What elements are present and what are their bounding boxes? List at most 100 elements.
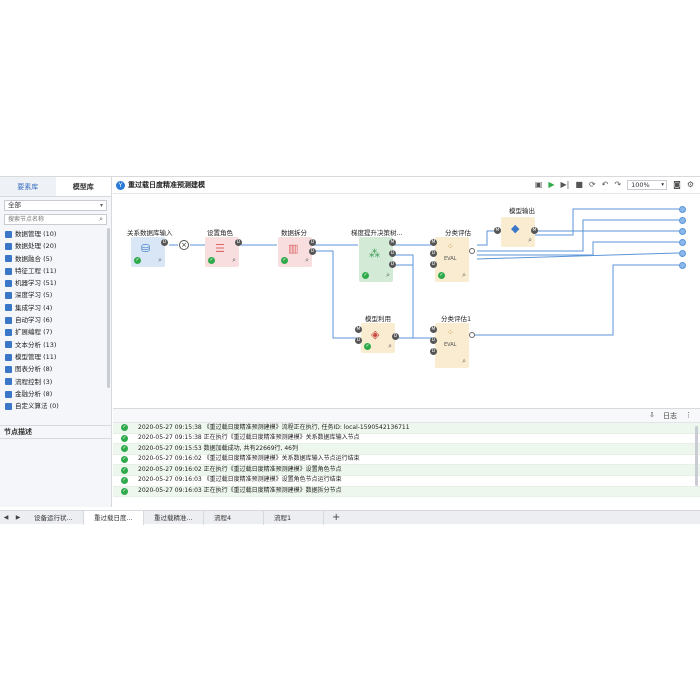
output-pin[interactable] bbox=[679, 228, 686, 235]
log-scrollbar[interactable] bbox=[695, 426, 698, 486]
flow-canvas[interactable]: 关系数据库输入 ⛁ ✓ ⌕ D × 设置角色 ☰ ✓ ⌕ D 数据拆分 ▥ ✓ … bbox=[113, 195, 700, 407]
port-d-output[interactable]: D bbox=[389, 250, 396, 257]
stop-icon[interactable]: ■ bbox=[575, 180, 583, 189]
output-pin[interactable] bbox=[679, 262, 686, 269]
port-d-output[interactable]: D bbox=[235, 239, 242, 246]
port-m-input[interactable]: M bbox=[494, 227, 501, 234]
zoom-select[interactable]: 100% ▾ bbox=[627, 180, 668, 190]
node-search[interactable]: ⌕ bbox=[4, 214, 107, 225]
port-d-output[interactable]: D bbox=[389, 261, 396, 268]
node-gbdt[interactable]: ⁂ ✓ ⌕ bbox=[359, 237, 393, 282]
tree-item-auto-learning[interactable]: 自动学习 (6) bbox=[0, 314, 111, 326]
tree-item-machine-learning[interactable]: 机器学习 (51) bbox=[0, 277, 111, 289]
tree-item-deep-learning[interactable]: 深度学习 (5) bbox=[0, 289, 111, 301]
output-port[interactable] bbox=[469, 332, 475, 338]
output-pin[interactable] bbox=[679, 250, 686, 257]
sidebar-tabs: 要素库 模型库 bbox=[0, 177, 111, 197]
category-select[interactable]: 全部 ▾ bbox=[4, 200, 107, 211]
node-set-role[interactable]: ☰ ✓ ⌕ bbox=[205, 237, 239, 267]
magnifier-icon[interactable]: ⌕ bbox=[462, 271, 466, 279]
port-d-input[interactable]: D bbox=[430, 261, 437, 268]
magnifier-icon[interactable]: ⌕ bbox=[462, 357, 466, 365]
tab-next-icon[interactable]: ▶ bbox=[15, 514, 21, 521]
tree-item-ensemble-learning[interactable]: 集成学习 (4) bbox=[0, 302, 111, 314]
tree-scrollbar[interactable] bbox=[107, 228, 110, 388]
magnifier-icon[interactable]: ⌕ bbox=[158, 256, 162, 264]
output-pin[interactable] bbox=[679, 206, 686, 213]
search-icon[interactable]: ⌕ bbox=[99, 215, 103, 223]
tree-item-data-management[interactable]: 数据管理 (10) bbox=[0, 228, 111, 240]
port-m-input[interactable]: M bbox=[430, 239, 437, 246]
run-icon[interactable]: ▶ bbox=[548, 180, 555, 189]
more-icon[interactable]: ⋮ bbox=[685, 411, 692, 419]
output-pin[interactable] bbox=[679, 239, 686, 246]
tree-item-flow-control[interactable]: 流程控制 (3) bbox=[0, 376, 111, 388]
step-run-icon[interactable]: ▶| bbox=[560, 180, 570, 189]
tree-item-data-fusion[interactable]: 数据融合 (5) bbox=[0, 253, 111, 265]
node-classify-eval-1[interactable]: ⁘ EVAL ⌕ bbox=[435, 323, 469, 368]
save-icon[interactable]: ▣ bbox=[534, 180, 543, 189]
port-m-input[interactable]: M bbox=[430, 326, 437, 333]
folder-icon bbox=[5, 267, 12, 275]
tree-item-finance-analysis[interactable]: 金融分析 (8) bbox=[0, 388, 111, 400]
node-search-input[interactable] bbox=[5, 215, 91, 224]
port-d-output[interactable]: D bbox=[309, 239, 316, 246]
tab-flow-1[interactable]: 流程1 bbox=[264, 510, 324, 525]
tab-flow-4[interactable]: 流程4 bbox=[204, 510, 264, 525]
link-break-icon[interactable]: × bbox=[179, 240, 189, 250]
tree-item-extension-programming[interactable]: 扩展编程 (7) bbox=[0, 326, 111, 338]
flow-toolbar: ▣ ▶ ▶| ■ ⟳ ↶ ↷ 100% ▾ ◙ ⚙ bbox=[535, 180, 694, 190]
node-data-split[interactable]: ▥ ✓ ⌕ bbox=[278, 237, 312, 267]
add-tab-button[interactable]: + bbox=[332, 511, 341, 523]
port-d-input[interactable]: D bbox=[430, 337, 437, 344]
camera-icon[interactable]: ◙ bbox=[673, 180, 681, 189]
port-m-input[interactable]: M bbox=[355, 326, 362, 333]
tree-item-feature-engineering[interactable]: 特征工程 (11) bbox=[0, 265, 111, 277]
tab-model-library[interactable]: 模型库 bbox=[55, 177, 111, 196]
gear-icon[interactable]: ⚙ bbox=[686, 180, 694, 189]
node-db-input[interactable]: ⛁ ✓ ⌕ bbox=[131, 237, 165, 267]
app-window: 要素库 模型库 全部 ▾ ⌕ 数据管理 (10) 数据处理 (20) 数据融合 … bbox=[0, 176, 700, 525]
tab-overload-daily[interactable]: 重过载日度... bbox=[84, 510, 144, 525]
node-label-set-role: 设置角色 bbox=[207, 229, 233, 237]
undo-icon[interactable]: ↶ bbox=[601, 180, 609, 189]
refresh-icon[interactable]: ⟳ bbox=[588, 180, 596, 189]
tree-item-text-analysis[interactable]: 文本分析 (13) bbox=[0, 339, 111, 351]
port-d-output[interactable]: D bbox=[392, 333, 399, 340]
log-title[interactable]: 日志 bbox=[663, 412, 677, 420]
folder-icon bbox=[5, 292, 12, 300]
tab-device-status[interactable]: 设备运行状... bbox=[24, 510, 84, 525]
port-d-output[interactable]: D bbox=[161, 239, 168, 246]
port-d-input[interactable]: D bbox=[430, 348, 437, 355]
node-model-output[interactable]: ◆ ⌕ bbox=[501, 217, 535, 247]
tree-item-model-management[interactable]: 模型管理 (11) bbox=[0, 351, 111, 363]
magnifier-icon[interactable]: ⌕ bbox=[388, 342, 392, 350]
output-pin[interactable] bbox=[679, 217, 686, 224]
node-model-apply[interactable]: ◈ ✓ ⌕ bbox=[361, 323, 395, 353]
port-d-output[interactable]: D bbox=[309, 248, 316, 255]
magnifier-icon[interactable]: ⌕ bbox=[232, 256, 236, 264]
port-m-output[interactable]: M bbox=[531, 227, 538, 234]
tree-item-data-processing[interactable]: 数据处理 (20) bbox=[0, 240, 111, 252]
tab-prev-icon[interactable]: ◀ bbox=[3, 514, 9, 521]
redo-icon[interactable]: ↷ bbox=[614, 180, 622, 189]
tab-overload-precise[interactable]: 重过载精准... bbox=[144, 510, 204, 525]
node-classify-eval[interactable]: ⁘ EVAL ✓ ⌕ bbox=[435, 237, 469, 282]
scatter-icon: ⁘ bbox=[447, 242, 454, 251]
tree-item-custom-algorithm[interactable]: 自定义算法 (0) bbox=[0, 400, 111, 412]
magnifier-icon[interactable]: ⌕ bbox=[528, 236, 532, 244]
tree-item-chart-analysis[interactable]: 图表分析 (8) bbox=[0, 363, 111, 375]
output-port[interactable] bbox=[469, 248, 475, 254]
category-select-value: 全部 bbox=[8, 201, 21, 209]
port-d-input[interactable]: D bbox=[355, 337, 362, 344]
log-row: ✓2020-05-27 09:16:02 《重过载日度精准预测建模》关系数据库输… bbox=[113, 455, 700, 466]
export-icon[interactable]: ⇩ bbox=[649, 411, 655, 419]
port-d-input[interactable]: D bbox=[430, 250, 437, 257]
link-gbdt-m bbox=[391, 255, 414, 266]
port-m-output[interactable]: M bbox=[389, 239, 396, 246]
tab-element-library[interactable]: 要素库 bbox=[17, 183, 39, 191]
node-label-data-split: 数据拆分 bbox=[281, 229, 307, 237]
magnifier-icon[interactable]: ⌕ bbox=[305, 256, 309, 264]
log-row: ✓2020-05-27 09:15:38 正在执行《重过载日度精准预测建模》关系… bbox=[113, 434, 700, 445]
magnifier-icon[interactable]: ⌕ bbox=[386, 271, 390, 279]
